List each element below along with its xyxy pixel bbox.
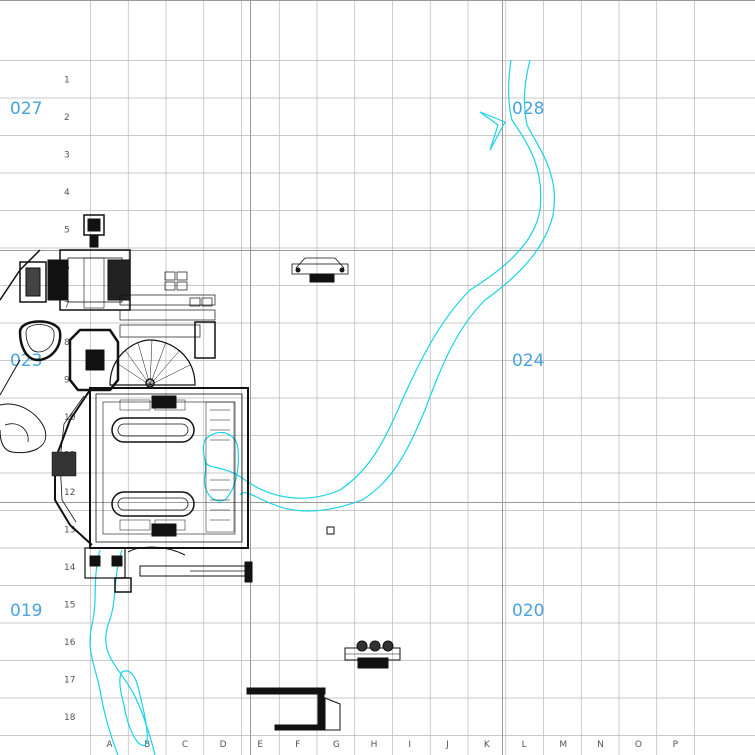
south-gate bbox=[84, 547, 126, 579]
row-label: 18 bbox=[64, 713, 76, 723]
column-label: A bbox=[106, 740, 113, 750]
sheet-label-019: 019 bbox=[10, 601, 42, 621]
western-bastion bbox=[54, 389, 93, 546]
garden-enclosure bbox=[89, 387, 249, 549]
small-pavilion-north bbox=[291, 257, 349, 283]
column-label: N bbox=[597, 740, 604, 750]
central-pavilion bbox=[68, 328, 120, 392]
row-label: 9 bbox=[64, 375, 70, 385]
column-label: E bbox=[257, 740, 263, 750]
row-label: 15 bbox=[64, 600, 75, 610]
sheet-label-020: 020 bbox=[512, 601, 544, 621]
row-label: 2 bbox=[64, 113, 70, 123]
row-label: 8 bbox=[64, 338, 70, 348]
sheet-label-028: 028 bbox=[512, 99, 544, 119]
column-label: J bbox=[445, 740, 449, 750]
column-label: K bbox=[484, 740, 491, 750]
north-canal bbox=[111, 417, 195, 443]
river-inlet-north bbox=[479, 111, 506, 151]
row-labels: 123456789101112131415161718 bbox=[64, 75, 76, 723]
sheet-label-027: 027 bbox=[10, 99, 42, 119]
palace-complex bbox=[0, 214, 253, 593]
column-label: H bbox=[371, 740, 378, 750]
rotunda bbox=[18, 320, 62, 362]
column-label: B bbox=[144, 740, 150, 750]
river-bank-west bbox=[204, 59, 542, 499]
pond-outline bbox=[202, 431, 240, 502]
small-marker bbox=[326, 526, 335, 535]
row-label: 3 bbox=[64, 150, 70, 160]
column-label: O bbox=[635, 740, 642, 750]
river-bank-east bbox=[239, 59, 555, 512]
row-label: 10 bbox=[64, 413, 76, 423]
small-pavilion-south bbox=[344, 640, 401, 669]
south-canal bbox=[111, 491, 195, 517]
south-wall-structure bbox=[246, 687, 341, 731]
row-label: 14 bbox=[64, 563, 76, 573]
column-label: G bbox=[333, 740, 340, 750]
column-label: D bbox=[220, 740, 227, 750]
column-label: F bbox=[295, 740, 300, 750]
fan-staircase bbox=[109, 339, 196, 386]
row-label: 17 bbox=[64, 675, 75, 685]
row-label: 16 bbox=[64, 638, 76, 648]
column-label: L bbox=[522, 740, 527, 750]
row-label: 4 bbox=[64, 188, 70, 198]
row-label: 12 bbox=[64, 488, 75, 498]
sheet-label-024: 024 bbox=[512, 351, 544, 371]
row-label: 1 bbox=[64, 75, 70, 85]
column-label: I bbox=[408, 740, 411, 750]
row-label: 13 bbox=[64, 525, 75, 535]
column-label: C bbox=[182, 740, 188, 750]
column-labels: A B C D E F G H I J K L M N O P bbox=[106, 740, 678, 750]
row-label: 5 bbox=[64, 225, 70, 235]
river-islet bbox=[119, 670, 148, 746]
sheet-label-023: 023 bbox=[10, 351, 42, 371]
sheet-labels: 027 028 023 024 019 020 bbox=[10, 99, 544, 621]
column-label: P bbox=[673, 740, 679, 750]
row-label: 7 bbox=[64, 300, 70, 310]
river-channel-south-west bbox=[89, 549, 119, 755]
column-label: M bbox=[559, 740, 567, 750]
